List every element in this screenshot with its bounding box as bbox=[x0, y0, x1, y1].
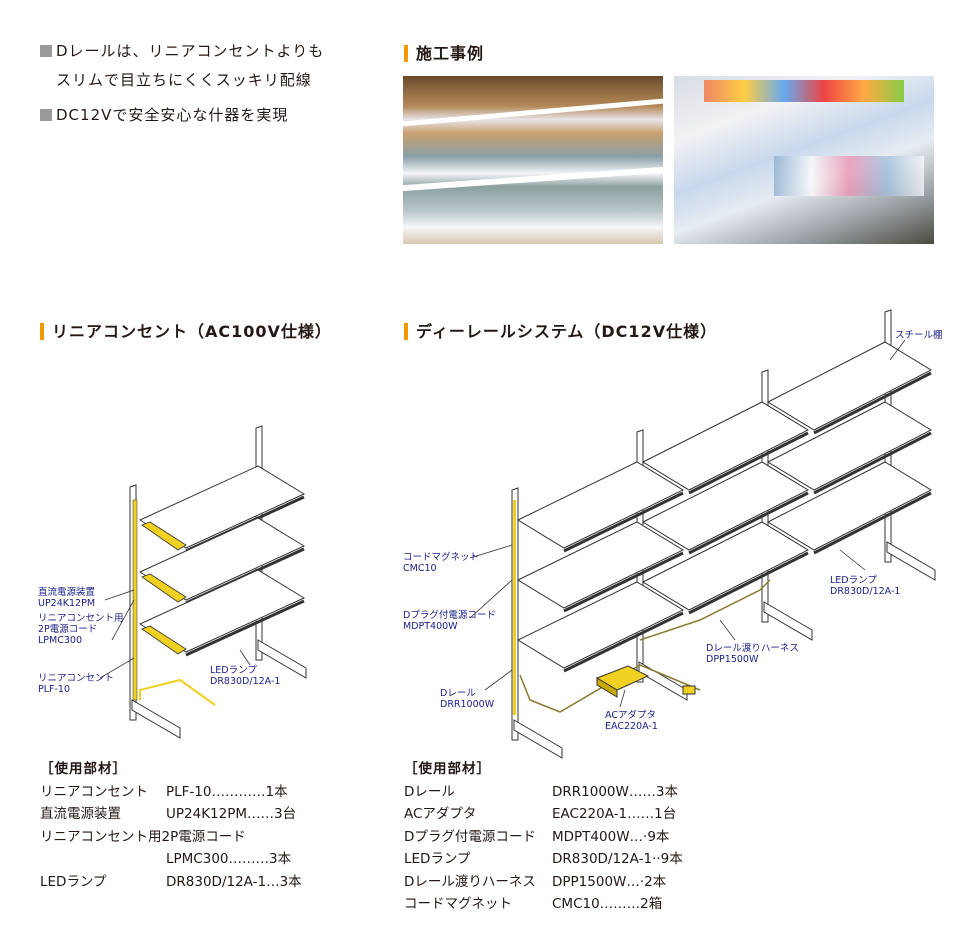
shelf-board bbox=[641, 461, 810, 551]
intro-text: Dレールは、リニアコンセントよりも bbox=[56, 42, 325, 60]
parts-title: ［使用部材］ bbox=[40, 761, 127, 777]
led-lamp bbox=[688, 551, 809, 615]
ac-adapter-side bbox=[596, 677, 618, 698]
leader-line bbox=[469, 544, 513, 559]
led-lamp bbox=[688, 491, 809, 555]
heading-text: ディーレールシステム（DC12V仕様） bbox=[416, 322, 718, 341]
accent-bar bbox=[404, 45, 408, 62]
shelf-board bbox=[516, 521, 685, 609]
led-lamp bbox=[813, 491, 932, 555]
leader-line bbox=[889, 339, 906, 361]
d-rail bbox=[513, 500, 516, 715]
intro-bullet-1-cont: スリムで目立ちにくくスッキリ配線 bbox=[56, 71, 312, 89]
power-cord bbox=[139, 678, 216, 706]
leader-line bbox=[619, 689, 626, 708]
harness-cable bbox=[639, 579, 771, 641]
plug-icon bbox=[682, 685, 696, 695]
parts-row: リニアコンセント用2P電源コード bbox=[40, 828, 246, 845]
shelf-board bbox=[516, 461, 685, 549]
power-supply-unit bbox=[141, 625, 187, 655]
label-shelf: スチール棚 bbox=[895, 330, 943, 341]
power-supply-unit bbox=[141, 573, 187, 603]
intro-bullet-2: DC12Vで安全安心な什器を実現 bbox=[40, 104, 288, 125]
shelf-board bbox=[641, 521, 810, 611]
shelf-foot bbox=[513, 719, 563, 759]
example-photo-2 bbox=[674, 76, 934, 244]
accent-bar bbox=[404, 323, 408, 340]
led-lamp bbox=[563, 611, 684, 673]
leader-line bbox=[719, 619, 736, 641]
shelf-board bbox=[766, 341, 933, 431]
leader-line bbox=[484, 669, 513, 691]
led-lamp bbox=[563, 551, 684, 613]
leader-line bbox=[839, 549, 866, 571]
drail-heading: ディーレールシステム（DC12V仕様） bbox=[404, 318, 717, 342]
shelf-board bbox=[766, 401, 933, 491]
heading-text: 施工事例 bbox=[416, 44, 485, 63]
led-lamp bbox=[813, 371, 932, 435]
shelf-foot bbox=[638, 661, 688, 701]
shelf-board bbox=[516, 581, 685, 669]
leader-line bbox=[469, 579, 513, 619]
intro-bullet-1: Dレールは、リニアコンセントよりも bbox=[40, 40, 324, 61]
linear-outlet bbox=[132, 499, 138, 701]
led-lamp bbox=[185, 599, 305, 657]
shelf-foot bbox=[886, 541, 936, 581]
harness-cable bbox=[519, 664, 701, 713]
shelf-board bbox=[766, 461, 933, 551]
intro-text: DC12Vで安全安心な什器を実現 bbox=[56, 106, 289, 124]
square-bullet-icon bbox=[40, 45, 52, 57]
square-bullet-icon bbox=[40, 109, 52, 121]
shelf-board bbox=[641, 401, 810, 491]
led-lamp bbox=[563, 491, 684, 553]
parts-title: ［使用部材］ bbox=[404, 761, 491, 777]
examples-heading: 施工事例 bbox=[404, 40, 484, 64]
leader-line bbox=[104, 589, 135, 601]
power-supply-unit bbox=[141, 521, 187, 551]
example-photo-1 bbox=[403, 76, 663, 244]
led-lamp bbox=[688, 431, 809, 495]
led-lamp bbox=[813, 431, 932, 495]
leader-line bbox=[99, 657, 135, 679]
shelf-foot bbox=[131, 699, 181, 739]
leader-line bbox=[111, 599, 135, 641]
parts-row: LPMC300………3本 bbox=[166, 851, 292, 867]
shelf-foot bbox=[763, 601, 813, 641]
linear-heading: リニアコンセント（AC100V仕様） bbox=[40, 318, 332, 342]
accent-bar bbox=[40, 323, 44, 340]
leader-line bbox=[239, 649, 251, 666]
shelf-foot bbox=[257, 639, 307, 679]
heading-text: リニアコンセント（AC100V仕様） bbox=[52, 322, 332, 341]
